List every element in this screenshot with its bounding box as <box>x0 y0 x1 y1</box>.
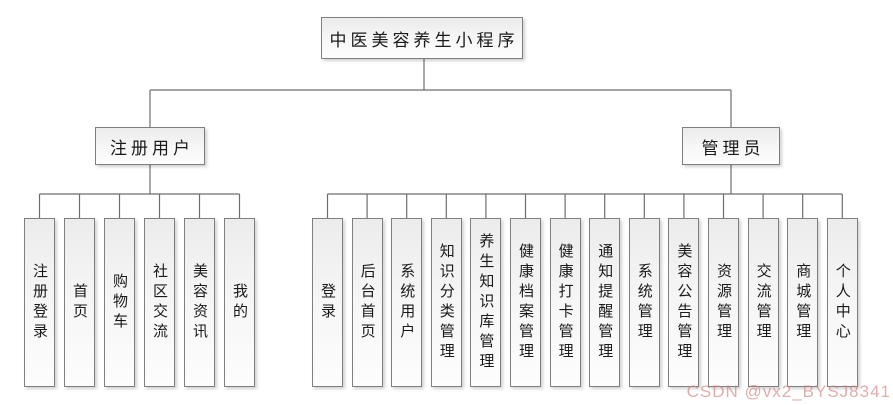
root-node: 中医美容养生小程序 <box>321 17 523 59</box>
tree-leaf-label: 我的 <box>231 282 249 323</box>
tree-leaf: 资源管理 <box>708 218 739 387</box>
tree-leaf: 健康打卡管理 <box>549 218 581 387</box>
tree-leaf-label: 个人中心 <box>833 262 852 343</box>
tree-leaf-label: 购物车 <box>111 272 129 333</box>
tree-leaf-label: 美容资讯 <box>191 262 209 343</box>
tree-leaf-label: 注册登录 <box>31 262 49 343</box>
tree-leaf-label: 首页 <box>71 282 89 323</box>
tree-leaf-label: 后台首页 <box>358 262 377 343</box>
tree-leaf-label: 养生知识库管理 <box>477 232 496 373</box>
tree-leaf: 系统管理 <box>628 218 660 387</box>
tree-leaf: 系统用户 <box>391 218 423 387</box>
tree-leaf: 交流管理 <box>747 218 779 387</box>
tree-leaf: 美容公告管理 <box>668 218 700 387</box>
tree-leaf-label: 知识分类管理 <box>437 242 456 363</box>
watermark: CSDN @vx2_BYSJ8341 <box>686 382 891 401</box>
tree-leaf: 健康档案管理 <box>510 218 541 387</box>
tree-leaf: 注册登录 <box>24 218 55 387</box>
tree-leaf: 知识分类管理 <box>430 218 462 387</box>
tree-leaf-label: 健康档案管理 <box>517 242 535 363</box>
tree-leaf-label: 通知提醒管理 <box>596 242 615 363</box>
tree-leaf: 商城管理 <box>787 218 819 387</box>
branch-node-label: 注册用户 <box>110 138 194 159</box>
tree-leaf: 购物车 <box>104 218 135 387</box>
tree-leaf: 首页 <box>64 218 95 387</box>
branch-node-registered-user: 注册用户 <box>95 127 205 165</box>
tree-leaf-label: 系统用户 <box>398 262 417 343</box>
branch-node-label: 管理员 <box>701 138 765 159</box>
tree-leaf-label: 商城管理 <box>794 262 813 343</box>
branch-node-admin: 管理员 <box>682 127 780 165</box>
tree-leaf: 我的 <box>224 218 255 387</box>
tree-leaf: 通知提醒管理 <box>589 218 621 387</box>
tree-leaf-label: 美容公告管理 <box>675 242 694 363</box>
tree-leaf: 美容资讯 <box>184 218 215 387</box>
tree-leaf-label: 资源管理 <box>715 262 733 343</box>
tree-leaf: 登录 <box>312 218 343 387</box>
tree-leaf-label: 登录 <box>319 282 337 323</box>
tree-leaf: 养生知识库管理 <box>470 218 502 387</box>
tree-leaf-label: 社区交流 <box>151 262 169 343</box>
tree-leaf-label: 交流管理 <box>754 262 773 343</box>
tree-leaf-label: 健康打卡管理 <box>556 242 575 363</box>
tree-leaf: 后台首页 <box>351 218 383 387</box>
tree-leaf: 社区交流 <box>144 218 175 387</box>
tree-leaf: 个人中心 <box>826 218 858 387</box>
tree-leaf-label: 系统管理 <box>635 262 654 343</box>
root-node-label: 中医美容养生小程序 <box>329 30 519 51</box>
